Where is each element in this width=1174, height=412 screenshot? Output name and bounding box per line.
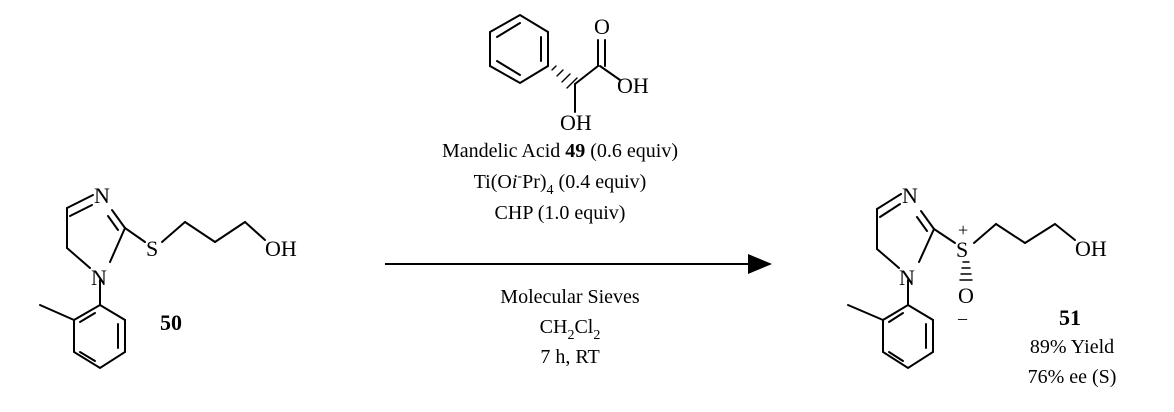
sm-sulfur: S bbox=[146, 236, 158, 261]
product-imidazole-n1: N bbox=[899, 265, 915, 290]
starting-material-structure: N N S OH 50 bbox=[39, 183, 297, 370]
solvent-line: CH2Cl2 bbox=[540, 316, 601, 343]
sm-compound-number: 50 bbox=[160, 310, 182, 335]
time-temp-line: 7 h, RT bbox=[540, 346, 599, 368]
carbonyl-oxygen: O bbox=[594, 14, 610, 39]
conditions-below-arrow: Molecular Sieves CH2Cl2 7 h, RT bbox=[500, 286, 640, 368]
sm-hydroxyl: OH bbox=[265, 236, 297, 261]
additive-line: Molecular Sieves bbox=[500, 286, 640, 308]
product-sulfur: S bbox=[956, 237, 968, 262]
titanium-line: Ti(Oi-Pr)4 (0.4 equiv) bbox=[474, 169, 647, 198]
acid-hydroxyl: OH bbox=[617, 73, 649, 98]
conditions-above-arrow: Mandelic Acid 49 (0.6 equiv) Ti(Oi-Pr)4 … bbox=[442, 140, 678, 224]
reagent-line: Mandelic Acid 49 (0.6 equiv) bbox=[442, 140, 678, 162]
product-oxygen-charge: – bbox=[957, 308, 968, 328]
product-yield: 89% Yield bbox=[1030, 336, 1114, 358]
reagent-name: Mandelic Acid bbox=[442, 140, 560, 162]
sm-imidazole-n3: N bbox=[94, 183, 110, 208]
hashed-wedge-bond bbox=[551, 65, 578, 89]
alpha-hydroxyl: OH bbox=[560, 110, 592, 135]
product-sulfur-charge: + bbox=[958, 220, 968, 240]
product-oxygen: O bbox=[958, 283, 974, 308]
mandelic-acid-structure: O OH OH bbox=[489, 13, 649, 135]
oxidant-line: CHP (1.0 equiv) bbox=[495, 202, 626, 224]
product-imidazole-n3: N bbox=[902, 183, 918, 208]
product-structure: N N S + O – OH 51 89% Yield 76% ee (S) bbox=[847, 183, 1117, 388]
sm-imidazole-n1: N bbox=[91, 265, 107, 290]
reagent-equiv: (0.6 equiv) bbox=[590, 140, 678, 162]
product-compound-number: 51 bbox=[1059, 305, 1081, 330]
product-hydroxyl: OH bbox=[1075, 236, 1107, 261]
hashed-s-o-bond bbox=[959, 261, 973, 281]
reagent-number: 49 bbox=[565, 140, 585, 162]
product-ee: 76% ee (S) bbox=[1028, 366, 1117, 388]
